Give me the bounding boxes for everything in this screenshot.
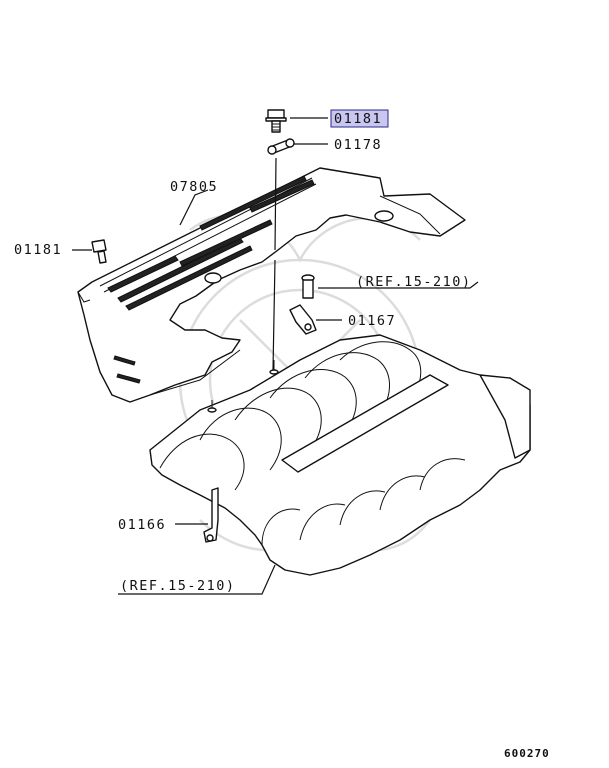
label-highlight bbox=[330, 109, 389, 128]
label-ref-lower[interactable]: (REF.15-210) bbox=[120, 578, 236, 594]
leader-lines bbox=[72, 117, 479, 595]
label-ref-upper[interactable]: (REF.15-210) bbox=[356, 274, 472, 290]
label-bolt-top[interactable]: 01181 bbox=[334, 111, 382, 127]
bolt-left-icon bbox=[91, 239, 107, 264]
stud-bolt-icon bbox=[301, 274, 315, 299]
bracket-left-icon bbox=[203, 487, 219, 543]
bracket-right-icon bbox=[289, 304, 317, 335]
label-cover[interactable]: 07805 bbox=[170, 179, 218, 195]
intake-manifold bbox=[149, 334, 531, 576]
grommet-icon bbox=[267, 138, 295, 155]
label-bracket-left[interactable]: 01166 bbox=[118, 517, 166, 533]
label-bracket-right[interactable]: 01167 bbox=[348, 313, 396, 329]
diagram-id: 600270 bbox=[504, 747, 550, 760]
guide-line-top bbox=[274, 157, 277, 251]
label-washer-top[interactable]: 01178 bbox=[334, 137, 382, 153]
guide-line-mid bbox=[272, 259, 276, 371]
label-bolt-left[interactable]: 01181 bbox=[14, 242, 62, 258]
bolt-top-icon bbox=[265, 109, 287, 133]
engine-cover bbox=[77, 167, 466, 403]
